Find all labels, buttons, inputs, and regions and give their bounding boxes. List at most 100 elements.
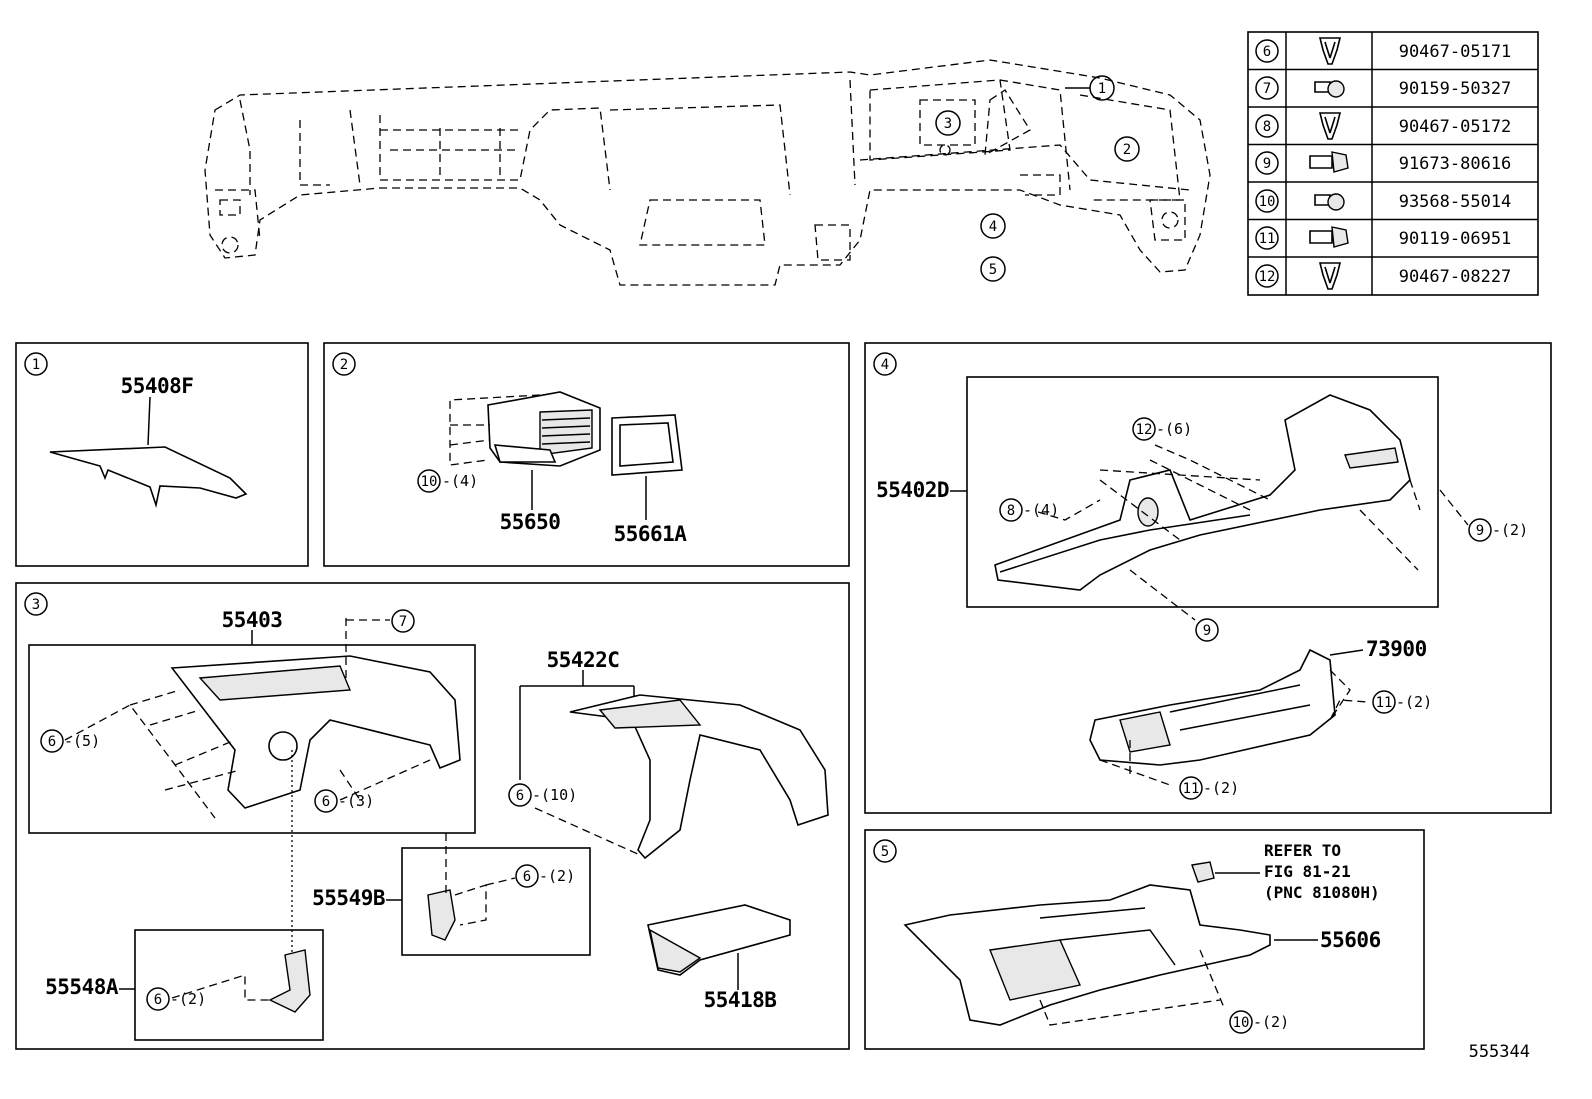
part-label: 55403 bbox=[222, 608, 283, 632]
svg-text:4: 4 bbox=[881, 357, 889, 373]
part-label: 55549B bbox=[312, 886, 385, 910]
svg-text:8: 8 bbox=[1007, 503, 1015, 519]
refer-note-line-1: REFER TO bbox=[1264, 841, 1341, 860]
svg-text:11: 11 bbox=[1183, 781, 1200, 797]
part-label: 55418B bbox=[704, 988, 777, 1012]
svg-text:-(10): -(10) bbox=[532, 786, 577, 804]
svg-text:90467-08227: 90467-08227 bbox=[1399, 267, 1512, 287]
panel-4: 4 55402D 12 -(6) 8 -(4) 9 -(2) 9 73900 bbox=[864, 342, 1552, 814]
fastener-table: 6 90467-05171 7 90159-50327 8 90467-0517… bbox=[1247, 31, 1539, 296]
part-55549B bbox=[427, 889, 456, 941]
svg-text:-(2): -(2) bbox=[170, 990, 206, 1008]
part-55661A bbox=[611, 414, 683, 476]
table-row: 7 90159-50327 bbox=[1255, 76, 1512, 100]
svg-text:93568-55014: 93568-55014 bbox=[1399, 192, 1512, 212]
table-row: 8 90467-05172 bbox=[1255, 112, 1512, 140]
panel-3: 3 55403 7 6 -(5) 6 -(3) 55422C 6 -(10) bbox=[15, 582, 850, 1050]
svg-text:1: 1 bbox=[1098, 81, 1106, 97]
overview-callout-2: 2 bbox=[1114, 136, 1140, 162]
refer-note-line-2: FIG 81-21 bbox=[1264, 862, 1351, 881]
svg-text:-(2): -(2) bbox=[1203, 779, 1239, 797]
bolt-icon bbox=[1309, 226, 1349, 248]
part-55402D bbox=[994, 394, 1411, 591]
svg-text:-(2): -(2) bbox=[1492, 521, 1528, 539]
bolt-icon bbox=[1309, 151, 1349, 173]
panel-5: 5 REFER TO FIG 81-21 (PNC 81080H) 55606 … bbox=[864, 829, 1425, 1050]
svg-text:4: 4 bbox=[989, 219, 997, 235]
svg-text:12: 12 bbox=[1136, 422, 1153, 438]
part-55408F bbox=[49, 446, 248, 509]
svg-text:5: 5 bbox=[989, 262, 997, 278]
svg-text:6: 6 bbox=[48, 734, 56, 750]
svg-text:-(5): -(5) bbox=[64, 732, 100, 750]
svg-text:2: 2 bbox=[1123, 142, 1131, 158]
panel-2: 2 10 -(4) 55650 55661A bbox=[323, 342, 850, 567]
screw-icon bbox=[1314, 193, 1345, 211]
svg-text:6: 6 bbox=[523, 869, 531, 885]
svg-text:1: 1 bbox=[32, 357, 40, 373]
svg-text:8: 8 bbox=[1263, 119, 1271, 135]
svg-text:-(2): -(2) bbox=[1396, 693, 1432, 711]
part-55422C bbox=[569, 694, 829, 860]
svg-text:-(4): -(4) bbox=[1023, 501, 1059, 519]
part-55548A bbox=[268, 949, 311, 1013]
part-label: 73900 bbox=[1366, 637, 1427, 661]
svg-text:90159-50327: 90159-50327 bbox=[1399, 79, 1512, 99]
svg-text:90467-05172: 90467-05172 bbox=[1399, 117, 1512, 137]
part-label: 55650 bbox=[500, 510, 561, 534]
clip-icon bbox=[1318, 112, 1342, 140]
part-55418B bbox=[647, 904, 791, 976]
clip-icon bbox=[1318, 262, 1342, 290]
table-row: 12 90467-08227 bbox=[1255, 262, 1512, 290]
svg-text:9: 9 bbox=[1263, 156, 1271, 172]
svg-text:5: 5 bbox=[881, 844, 889, 860]
overview-callout-5: 5 bbox=[980, 256, 1006, 282]
refer-note-line-3: (PNC 81080H) bbox=[1264, 883, 1380, 902]
svg-text:7: 7 bbox=[399, 614, 407, 630]
instrument-panel-overview: 1 2 3 4 5 bbox=[204, 59, 1211, 286]
svg-text:6: 6 bbox=[322, 794, 330, 810]
svg-text:-(3): -(3) bbox=[338, 792, 374, 810]
svg-text:3: 3 bbox=[944, 116, 952, 132]
table-row: 9 91673-80616 bbox=[1255, 151, 1512, 175]
svg-text:6: 6 bbox=[1263, 44, 1271, 60]
svg-text:6: 6 bbox=[154, 992, 162, 1008]
part-label: 55402D bbox=[876, 478, 949, 502]
svg-text:-(2): -(2) bbox=[539, 867, 575, 885]
part-label: 55606 bbox=[1320, 928, 1381, 952]
table-row: 11 90119-06951 bbox=[1255, 226, 1512, 250]
svg-text:11: 11 bbox=[1259, 231, 1276, 247]
svg-text:10: 10 bbox=[421, 474, 438, 490]
svg-text:7: 7 bbox=[1263, 81, 1271, 97]
table-row: 6 90467-05171 bbox=[1255, 37, 1512, 65]
svg-text:90119-06951: 90119-06951 bbox=[1399, 229, 1512, 249]
svg-text:90467-05171: 90467-05171 bbox=[1399, 42, 1512, 62]
part-55650 bbox=[487, 391, 601, 467]
svg-text:9: 9 bbox=[1203, 623, 1211, 639]
svg-text:6: 6 bbox=[516, 788, 524, 804]
svg-text:2: 2 bbox=[340, 357, 348, 373]
svg-text:10: 10 bbox=[1259, 194, 1276, 210]
overview-callout-4: 4 bbox=[980, 213, 1006, 239]
overview-callout-3: 3 bbox=[935, 110, 961, 136]
panel-1: 1 55408F bbox=[15, 342, 309, 567]
svg-text:91673-80616: 91673-80616 bbox=[1399, 154, 1512, 174]
part-55403 bbox=[170, 655, 461, 809]
svg-text:12: 12 bbox=[1259, 269, 1276, 285]
part-label: 55422C bbox=[547, 648, 620, 672]
svg-text:-(2): -(2) bbox=[1253, 1013, 1289, 1031]
svg-text:11: 11 bbox=[1376, 695, 1393, 711]
clip-icon bbox=[1318, 37, 1342, 65]
overview-callout-1: 1 bbox=[1065, 75, 1115, 101]
svg-text:-(4): -(4) bbox=[442, 472, 478, 490]
part-label: 55548A bbox=[45, 975, 119, 999]
svg-text:3: 3 bbox=[32, 597, 40, 613]
part-label: 55408F bbox=[121, 374, 194, 398]
screw-icon bbox=[1314, 80, 1345, 98]
figure-id: 555344 bbox=[1469, 1042, 1530, 1062]
svg-text:10: 10 bbox=[1233, 1015, 1250, 1031]
part-73900 bbox=[1089, 648, 1336, 766]
svg-text:-(6): -(6) bbox=[1156, 420, 1192, 438]
svg-text:9: 9 bbox=[1476, 523, 1484, 539]
